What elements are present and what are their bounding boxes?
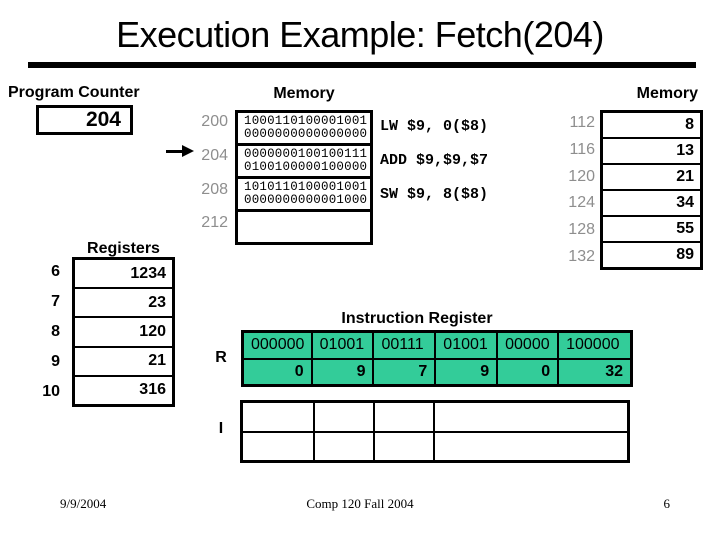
memory-address: 128 <box>568 221 595 239</box>
registers-table: 1234 23 120 21 316 <box>72 257 175 407</box>
footer-date: 9/9/2004 <box>60 496 107 511</box>
memory-address: 124 <box>568 194 595 212</box>
register-index: 8 <box>51 323 60 340</box>
r-format-table: 000000 01001 00111 01001 00000 100000 0 … <box>241 330 633 387</box>
assembly-instruction: LW $9, 0($8) <box>380 118 489 136</box>
assembly-instruction: ADD $9,$9,$7 <box>380 152 489 170</box>
register-value: 23 <box>75 287 172 316</box>
memory-address: 112 <box>569 114 595 132</box>
i-format-bottom-row <box>243 430 627 461</box>
instruction-word-hi: 1000110100001001 <box>244 114 368 128</box>
field-value: 7 <box>372 359 434 384</box>
data-memory-label: Memory <box>636 85 698 102</box>
instruction-word-row: 0000000100100111 0100100000100000 <box>238 143 370 176</box>
field-bits: 00000 <box>496 333 557 358</box>
instruction-word-row: 1000110100001001 0000000000000000 <box>238 113 370 143</box>
instruction-word-hi: 0000000100100111 <box>244 147 368 161</box>
r-format-bits-row: 000000 01001 00111 01001 00000 100000 <box>244 333 630 358</box>
field-value: 0 <box>294 362 304 380</box>
field-bits: 100000 <box>557 333 630 358</box>
fetch-arrow-shaft <box>166 150 183 153</box>
assembly-column: LW $9, 0($8) ADD $9,$9,$7 SW $9, 8($8) <box>380 110 590 245</box>
instruction-word-lo: 0000000000000000 <box>244 127 368 141</box>
register-value: 120 <box>75 316 172 345</box>
empty-field <box>372 403 433 431</box>
empty-field <box>243 433 313 461</box>
instruction-word-row: 1010110100001001 0000000000001000 <box>238 176 370 209</box>
data-memory-address-column: 112 116 120 124 128 132 <box>548 110 595 270</box>
r-format-values-row: 0 9 7 9 0 32 <box>244 357 630 384</box>
data-memory-table: 8 13 21 34 55 89 <box>600 110 703 270</box>
register-index-column: 6 7 8 9 10 <box>18 257 60 407</box>
instruction-memory-label: Memory <box>273 85 335 102</box>
empty-field <box>312 432 373 460</box>
r-format-row-label: R <box>215 349 227 366</box>
footer-page-number: 6 <box>663 496 671 511</box>
instruction-register-label: Instruction Register <box>341 310 493 327</box>
memory-address: 120 <box>568 167 595 185</box>
memory-value: 55 <box>603 215 700 241</box>
memory-address: 116 <box>569 141 595 158</box>
field-value: 0 <box>496 359 557 384</box>
field-bits: 00111 <box>372 333 434 358</box>
fetch-arrow-icon <box>166 144 194 158</box>
instruction-word-lo: 0100100000100000 <box>244 160 368 174</box>
field-bits: 000000 <box>251 336 305 354</box>
register-value: 316 <box>75 374 172 404</box>
memory-address: 208 <box>201 180 228 198</box>
assembly-instruction: SW $9, 8($8) <box>380 185 489 203</box>
memory-value: 89 <box>603 241 700 267</box>
memory-address: 204 <box>201 146 228 164</box>
footer-course: Comp 120 Fall 2004 <box>306 496 414 511</box>
field-bits: 01001 <box>310 333 373 358</box>
instruction-memory-address-column: 200 204 208 212 <box>180 110 228 245</box>
field-value: 32 <box>557 359 630 384</box>
title-underline <box>28 62 696 68</box>
field-value: 9 <box>310 359 373 384</box>
register-index: 6 <box>51 263 60 280</box>
register-index: 9 <box>51 353 60 370</box>
empty-field <box>312 403 373 431</box>
memory-value: 13 <box>603 137 700 163</box>
memory-address: 132 <box>568 247 595 265</box>
field-bits: 01001 <box>434 333 496 358</box>
instruction-memory-table: 1000110100001001 0000000000000000 000000… <box>235 110 373 245</box>
instruction-word-row <box>238 209 370 242</box>
empty-field <box>433 432 627 460</box>
empty-field <box>433 403 627 431</box>
register-index: 10 <box>42 383 60 400</box>
instruction-word-hi: 1010110100001001 <box>244 180 368 194</box>
program-counter-label: Program Counter <box>8 84 140 101</box>
register-value: 21 <box>75 345 172 375</box>
empty-field <box>243 403 313 431</box>
i-format-top-row <box>243 403 627 431</box>
program-counter-value-box: 204 <box>36 105 133 135</box>
register-index: 7 <box>51 293 60 310</box>
memory-value: 34 <box>603 189 700 215</box>
memory-address: 212 <box>201 214 228 232</box>
memory-value: 21 <box>603 163 700 189</box>
register-value: 1234 <box>130 264 166 282</box>
instruction-word-lo: 0000000000001000 <box>244 193 368 207</box>
registers-label: Registers <box>87 240 160 257</box>
memory-value: 8 <box>685 116 694 133</box>
i-format-row-label: I <box>218 420 224 437</box>
i-format-table <box>240 400 630 463</box>
memory-address: 200 <box>201 113 228 130</box>
fetch-arrow-head <box>182 145 194 157</box>
empty-field <box>372 432 433 460</box>
slide-title: Execution Example: Fetch(204) <box>116 14 604 55</box>
field-value: 9 <box>434 359 496 384</box>
